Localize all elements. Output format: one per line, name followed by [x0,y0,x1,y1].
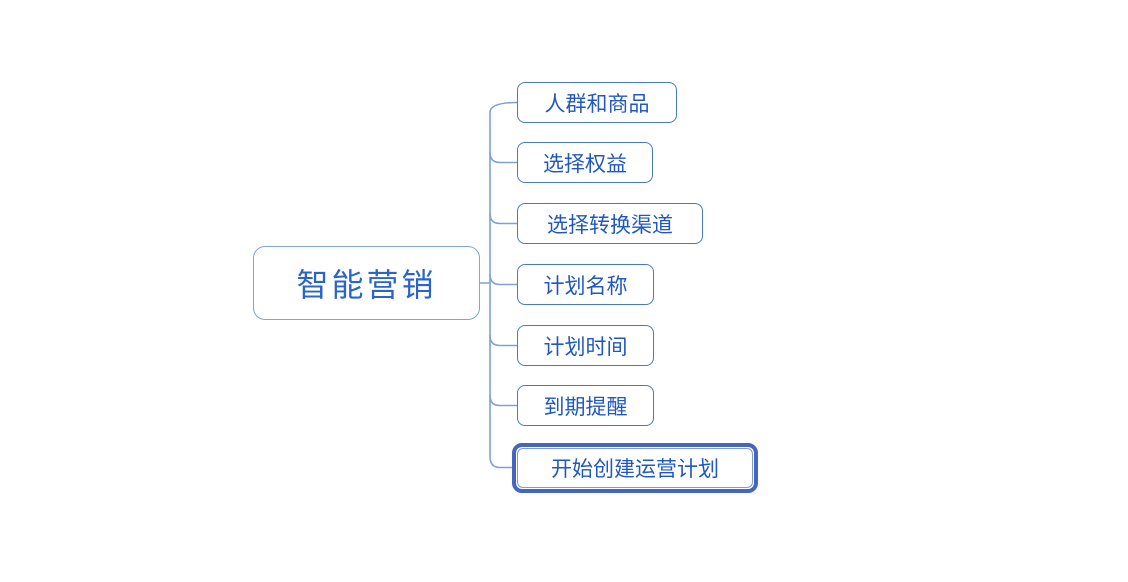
child-node-label: 人群和商品 [544,91,650,116]
connector-branch-6 [489,394,518,407]
child-node-expiry-reminder[interactable]: 到期提醒 [517,385,654,426]
connector-branch-3 [489,212,518,225]
connector-branch-2 [489,151,518,164]
child-node-label: 计划时间 [543,334,628,359]
child-node-select-benefits[interactable]: 选择权益 [517,142,653,183]
child-node-label: 计划名称 [543,273,628,298]
connector-spine [489,101,518,469]
child-node-start-create-plan[interactable]: 开始创建运营计划 [517,448,753,488]
child-node-plan-name[interactable]: 计划名称 [517,264,654,305]
child-node-start-create-plan-selected[interactable]: 开始创建运营计划 [512,443,758,493]
child-node-label: 选择转换渠道 [547,212,673,237]
root-node-smart-marketing[interactable]: 智能营销 [253,246,480,320]
root-node-label: 智能营销 [296,267,437,303]
child-node-audience-products[interactable]: 人群和商品 [517,82,677,123]
connector-branch-5 [489,334,518,347]
child-node-select-conversion-channel[interactable]: 选择转换渠道 [517,203,703,244]
child-node-plan-time[interactable]: 计划时间 [517,325,654,366]
child-node-label: 选择权益 [543,151,627,176]
child-node-label: 开始创建运营计划 [551,457,719,481]
connector-branch-4 [489,273,518,286]
child-node-label: 到期提醒 [543,394,628,419]
